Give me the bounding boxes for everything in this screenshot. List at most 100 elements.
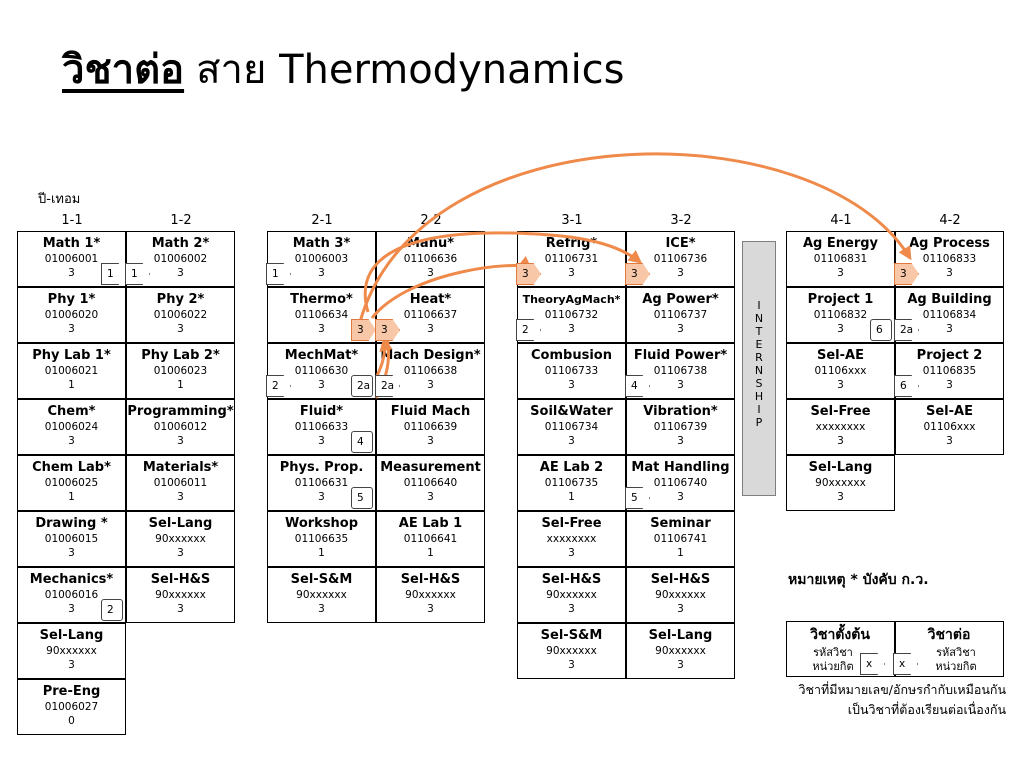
course-credit: 3 bbox=[318, 323, 325, 335]
year-term-label: ปี-เทอม bbox=[38, 192, 81, 207]
course-code: 01106xxx bbox=[923, 421, 976, 433]
course-credit: 3 bbox=[68, 659, 75, 671]
course-credit: 3 bbox=[946, 379, 953, 391]
course-name: Measurement bbox=[380, 460, 481, 475]
course-credit: 1 bbox=[568, 491, 575, 503]
course-name: MechMat* bbox=[284, 348, 359, 363]
course-name: Math 1* bbox=[42, 236, 101, 251]
course-name: AE Lab 1 bbox=[398, 516, 463, 531]
course-name: Sel-Lang bbox=[808, 460, 873, 475]
legend-next-title: วิชาต่อ bbox=[927, 627, 971, 643]
course-code: 01006022 bbox=[153, 309, 208, 321]
course-credit: 3 bbox=[318, 267, 325, 279]
course-name: ICE* bbox=[665, 236, 696, 251]
course-credit: 3 bbox=[318, 491, 325, 503]
course-code: 01106630 bbox=[294, 365, 349, 377]
course-credit: 3 bbox=[427, 379, 434, 391]
internship-letter: N bbox=[754, 312, 764, 325]
course-name: Sel-Free bbox=[541, 516, 602, 531]
course-name: Soil&Water bbox=[530, 404, 613, 419]
internship-letter: R bbox=[755, 351, 763, 364]
course-credit: 3 bbox=[568, 435, 575, 447]
course-code: 90xxxxxx bbox=[655, 645, 706, 657]
course-name: Thermo* bbox=[290, 292, 353, 307]
course-code: 01006015 bbox=[44, 533, 99, 545]
course-credit: 3 bbox=[568, 323, 575, 335]
continuation-tag: 5 bbox=[625, 487, 650, 509]
mandatory-note: หมายเหตุ * บังคับ ก.ว. bbox=[788, 572, 929, 588]
continuation-tag: 4 bbox=[625, 375, 650, 397]
legend-prereq-labels: รหัสวิชา หน่วยกิต bbox=[779, 646, 887, 674]
course-credit: 3 bbox=[568, 547, 575, 559]
course-code: 01106631 bbox=[294, 477, 349, 489]
course-name: Sel-H&S bbox=[650, 572, 711, 587]
course-code: 90xxxxxx bbox=[546, 589, 597, 601]
course-credit: 3 bbox=[427, 435, 434, 447]
course-credit: 1 bbox=[318, 547, 325, 559]
legend-prereq-credit-label: หน่วยกิต bbox=[812, 660, 854, 673]
course-code: 90xxxxxx bbox=[655, 589, 706, 601]
course-code: 01006025 bbox=[44, 477, 99, 489]
course-credit: 3 bbox=[427, 267, 434, 279]
course-credit: 3 bbox=[837, 379, 844, 391]
semester-header: 4-2 bbox=[939, 213, 961, 228]
course-code: 01006024 bbox=[44, 421, 99, 433]
course-code: 01006027 bbox=[44, 701, 99, 713]
course-credit: 1 bbox=[68, 491, 75, 503]
legend-prereq-box bbox=[786, 621, 895, 677]
course-name: Heat* bbox=[409, 292, 452, 307]
course-credit: 3 bbox=[68, 547, 75, 559]
course-code: 01106833 bbox=[922, 253, 977, 265]
legend-tag-out: x bbox=[860, 653, 885, 675]
course-code: 90xxxxxx bbox=[155, 533, 206, 545]
course-cell: Sel-H&S 90xxxxxx 3 bbox=[626, 567, 735, 623]
course-name: Sel-H&S bbox=[150, 572, 211, 587]
course-credit: 0 bbox=[68, 715, 75, 727]
course-name: Mat Handling bbox=[631, 460, 730, 475]
continuation-tag: 2a bbox=[351, 375, 373, 397]
course-code: 01106641 bbox=[403, 533, 458, 545]
course-name: Mach Design* bbox=[380, 348, 481, 363]
course-name: Combusion bbox=[531, 348, 612, 363]
course-name: Sel-Lang bbox=[39, 628, 104, 643]
course-credit: 3 bbox=[177, 603, 184, 615]
course-credit: 3 bbox=[427, 603, 434, 615]
course-credit: 3 bbox=[946, 435, 953, 447]
course-name: Fluid* bbox=[299, 404, 344, 419]
semester-header: 2-2 bbox=[420, 213, 442, 228]
course-credit: 3 bbox=[677, 659, 684, 671]
course-name: Sel-H&S bbox=[400, 572, 461, 587]
course-credit: 3 bbox=[177, 267, 184, 279]
course-credit: 3 bbox=[677, 603, 684, 615]
legend-prereq-title: วิชาตั้งต้น bbox=[810, 627, 870, 643]
course-credit: 3 bbox=[677, 491, 684, 503]
course-name: Sel-AE bbox=[817, 348, 864, 363]
course-code: 01006011 bbox=[153, 477, 208, 489]
course-credit: 3 bbox=[568, 603, 575, 615]
course-credit: 1 bbox=[677, 547, 684, 559]
course-credit: 1 bbox=[177, 379, 184, 391]
course-code: 01106834 bbox=[922, 309, 977, 321]
course-credit: 3 bbox=[318, 379, 325, 391]
course-name: Fluid Mach bbox=[390, 404, 471, 419]
course-credit: 3 bbox=[427, 323, 434, 335]
course-name: Sel-AE bbox=[926, 404, 973, 419]
semester-header: 2-1 bbox=[311, 213, 333, 228]
continuation-tag: 5 bbox=[351, 487, 373, 509]
course-name: Sel-Lang bbox=[648, 628, 713, 643]
course-name: Sel-S&M bbox=[290, 572, 353, 587]
